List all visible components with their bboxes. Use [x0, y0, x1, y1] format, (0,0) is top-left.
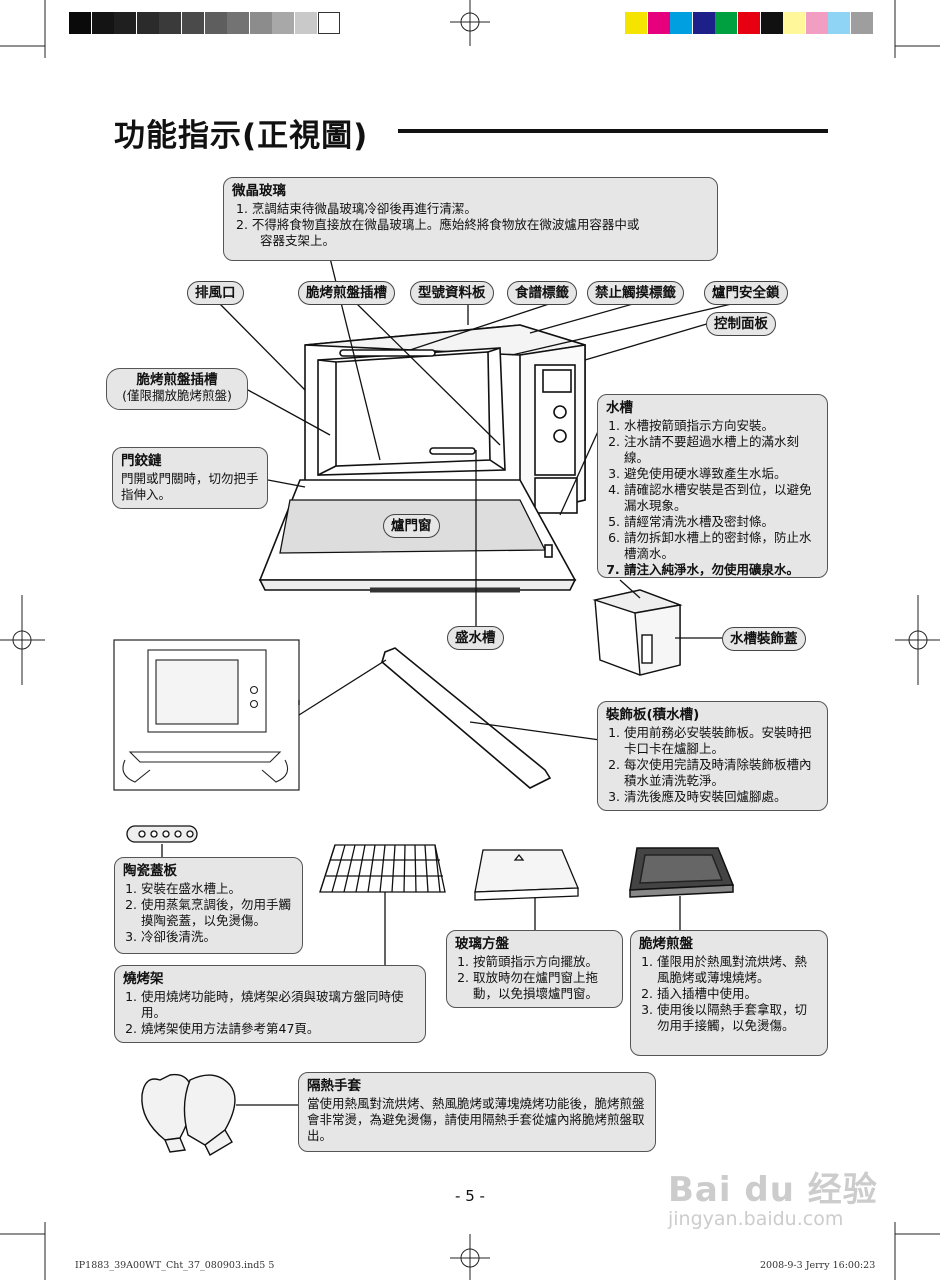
glass-tray-item: 取放時勿在爐門窗上拖動，以免損壞爐門窗。	[473, 970, 614, 1002]
water-tank-item: 注水請不要超過水槽上的滿水刻線。	[624, 434, 819, 466]
calibration-swatch	[91, 12, 114, 34]
hinge-text: 門開或門關時，切勿把手指伸入。	[121, 471, 259, 502]
water-tank-item: 請經常清洗水槽及密封條。	[624, 514, 819, 530]
ceramic-cover-item: 使用蒸氣烹調後，勿用手觸摸陶瓷蓋，以免燙傷。	[141, 897, 294, 929]
page-number: - 5 -	[455, 1187, 485, 1205]
footer-file-info: IP1883_39A00WT_Cht_37_080903.ind5 5	[75, 1260, 275, 1271]
ceramic-cover-item: 安裝在盛水槽上。	[141, 881, 294, 897]
grill-rack-heading: 燒烤架	[123, 971, 164, 987]
deco-panel-item: 清洗後應及時安裝回爐腳處。	[624, 789, 819, 805]
glass-tray-item: 按箭頭指示方向擺放。	[473, 954, 614, 970]
calibration-swatch	[114, 12, 137, 34]
calibration-swatch	[670, 12, 693, 34]
calibration-swatch	[805, 12, 828, 34]
crisp-pan-box: 脆烤煎盤 僅限用於熱風對流烘烤、熱風脆烤或薄塊燒烤。 插入插槽中使用。 使用後以…	[630, 930, 828, 1056]
calibration-swatch	[136, 12, 159, 34]
grill-rack-item: 使用燒烤功能時，燒烤架必須與玻璃方盤同時使用。	[141, 989, 417, 1021]
label-recipe: 食譜標籤	[507, 281, 577, 305]
mitts-heading: 隔熱手套	[307, 1078, 361, 1094]
crystal-glass-box: 微晶玻璃 1. 烹調結束待微晶玻璃冷卻後再進行清潔。 2. 不得將食物直接放在微…	[223, 177, 718, 261]
water-tank-item: 避免使用硬水導致產生水垢。	[624, 466, 819, 482]
calibration-swatch	[159, 12, 182, 34]
calibration-swatch	[851, 12, 873, 34]
deco-panel-heading: 裝飾板(積水槽)	[606, 707, 700, 723]
crisp-pan-item: 插入插槽中使用。	[657, 986, 819, 1002]
deco-panel-item: 使用前務必安裝裝飾板。安裝時把卡口卡在爐腳上。	[624, 725, 819, 757]
water-tank-heading: 水槽	[606, 400, 633, 416]
glass-tray-illustration	[474, 849, 579, 901]
calibration-swatch	[182, 12, 204, 34]
hinge-box: 門鉸鏈 門開或門關時，切勿把手指伸入。	[112, 447, 268, 509]
water-tank-item: 請勿拆卸水槽上的密封條，防止水槽滴水。	[624, 530, 819, 562]
calibration-swatch	[227, 12, 250, 34]
leader-lines	[161, 257, 741, 1106]
crisp-pan-illustration	[629, 847, 735, 898]
calibration-swatch	[647, 12, 670, 34]
oven-mitts-illustration	[141, 1073, 236, 1156]
mitts-text: 當使用熱風對流烘烤、熱風脆烤或薄塊燒烤功能後，脆烤煎盤會非常燙，為避免燙傷，請使…	[307, 1096, 645, 1143]
calibration-swatch	[692, 12, 715, 34]
label-vent: 排風口	[187, 281, 244, 305]
water-tank-box: 水槽 水槽按箭頭指示方向安裝。 注水請不要超過水槽上的滿水刻線。 避免使用硬水導…	[597, 394, 828, 578]
deco-panel-box: 裝飾板(積水槽) 使用前務必安裝裝飾板。安裝時把卡口卡在爐腳上。 每次使用完請及…	[597, 701, 828, 811]
ceramic-cover-item: 冷卻後清洗。	[141, 929, 294, 945]
calibration-swatch	[69, 12, 91, 34]
crystal-glass-item-2-cont: 容器支架上。	[260, 233, 336, 248]
grill-rack-illustration	[319, 844, 446, 893]
calibration-swatch	[204, 12, 227, 34]
calibration-swatch	[738, 12, 760, 34]
crystal-glass-item-2: 2. 不得將食物直接放在微晶玻璃上。應始終將食物放在微波爐用容器中或	[236, 217, 640, 232]
water-tank-item: 請注入純淨水，勿使用礦泉水。	[624, 562, 819, 578]
calibration-swatch	[272, 12, 295, 34]
grill-rack-item: 燒烤架使用方法請參考第47頁。	[141, 1021, 417, 1037]
calibration-swatch	[625, 12, 647, 34]
calibration-swatch	[783, 12, 806, 34]
water-tank-illustration	[592, 589, 683, 676]
label-door-window: 爐門窗	[383, 514, 440, 538]
glass-tray-heading: 玻璃方盤	[455, 936, 509, 952]
ceramic-cover-illustration	[126, 825, 198, 843]
mitts-box: 隔熱手套 當使用熱風對流烘烤、熱風脆烤或薄塊燒烤功能後，脆烤煎盤會非常燙，為避免…	[298, 1072, 656, 1152]
label-no-touch: 禁止觸摸標籤	[587, 281, 684, 305]
water-tank-item: 水槽按箭頭指示方向安裝。	[624, 418, 819, 434]
label-control-panel: 控制面板	[706, 312, 776, 336]
crystal-glass-heading: 微晶玻璃	[232, 183, 286, 199]
glass-tray-box: 玻璃方盤 按箭頭指示方向擺放。 取放時勿在爐門窗上拖動，以免損壞爐門窗。	[446, 930, 623, 1008]
small-oven-illustration	[122, 649, 289, 783]
label-door-lock: 爐門安全鎖	[704, 281, 788, 305]
label-drip-tray: 盛水槽	[447, 626, 504, 650]
crisp-pan-item: 使用後以隔熱手套拿取，切勿用手接觸，以免燙傷。	[657, 1002, 819, 1034]
crystal-glass-item-1: 1. 烹調結束待微晶玻璃冷卻後再進行清潔。	[236, 201, 477, 216]
crisp-pan-heading: 脆烤煎盤	[639, 936, 693, 952]
deco-panel-item: 每次使用完請及時清除裝飾板槽內積水並清洗乾淨。	[624, 757, 819, 789]
crisp-slot-side-box: 脆烤煎盤插槽 (僅限擱放脆烤煎盤)	[106, 368, 248, 410]
calibration-swatch	[760, 12, 783, 34]
label-tank-cover: 水槽裝飾蓋	[722, 627, 806, 651]
grill-rack-box: 燒烤架 使用燒烤功能時，燒烤架必須與玻璃方盤同時使用。 燒烤架使用方法請參考第4…	[114, 965, 426, 1043]
watermark-url: jingyan.baidu.com	[668, 1208, 844, 1230]
calibration-swatch	[249, 12, 272, 34]
title-rule	[398, 129, 828, 133]
page-title: 功能指示(正視圖)	[114, 118, 369, 154]
hinge-heading: 門鉸鏈	[121, 453, 162, 469]
water-tank-item: 請確認水槽安裝是否到位，以避免漏水現象。	[624, 482, 819, 514]
calibration-swatch	[317, 12, 340, 34]
label-model-plate: 型號資料板	[410, 281, 494, 305]
calibration-swatch	[715, 12, 738, 34]
footer-date-info: 2008-9-3 Jerry 16:00:23	[760, 1260, 876, 1271]
calibration-swatch	[828, 12, 851, 34]
deco-panel-illustration	[381, 647, 552, 789]
crisp-slot-side-label: 脆烤煎盤插槽	[136, 372, 218, 388]
watermark-logo: Bai du 经验	[668, 1170, 878, 1210]
ceramic-cover-box: 陶瓷蓋板 安裝在盛水槽上。 使用蒸氣烹調後，勿用手觸摸陶瓷蓋，以免燙傷。 冷卻後…	[114, 857, 303, 954]
ceramic-cover-heading: 陶瓷蓋板	[123, 863, 177, 879]
crisp-pan-item: 僅限用於熱風對流烘烤、熱風脆烤或薄塊燒烤。	[657, 954, 819, 986]
calibration-swatch	[295, 12, 317, 34]
label-crisp-slot-top: 脆烤煎盤插槽	[298, 281, 395, 305]
oven-illustration	[258, 324, 586, 593]
crisp-slot-side-note: (僅限擱放脆烤煎盤)	[122, 388, 232, 403]
